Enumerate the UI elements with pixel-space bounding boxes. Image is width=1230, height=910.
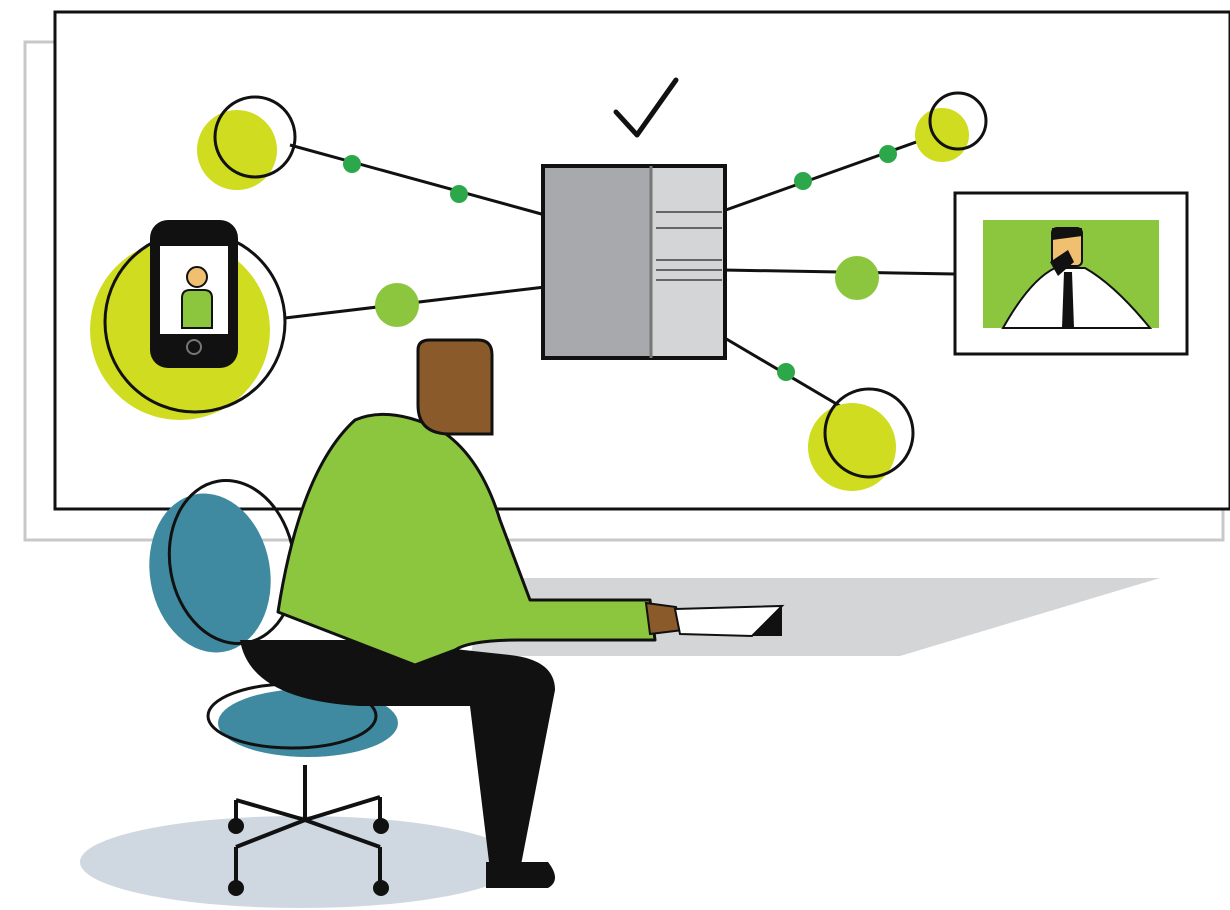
node-dot: [835, 256, 879, 300]
node-dot: [794, 172, 812, 190]
link-top-right: [722, 128, 951, 213]
seated-person: [240, 338, 785, 888]
chair-wheels: [228, 818, 389, 896]
person-head: [416, 338, 494, 436]
node-dot: [450, 185, 468, 203]
link-nodes: [343, 145, 897, 381]
link-top-left: [289, 143, 546, 217]
node-dot: [777, 363, 795, 381]
node-circle-icon: [197, 110, 277, 190]
person-legs: [240, 640, 555, 870]
server-hub-icon: [541, 164, 727, 360]
endpoint-bottom-right: [808, 387, 915, 491]
node-dot: [375, 283, 419, 327]
video-call-icon: [953, 191, 1189, 356]
node-circle-icon: [808, 403, 896, 491]
office-chair-icon: [149, 479, 398, 896]
node-dot: [879, 145, 897, 163]
node-circle-icon: [915, 108, 969, 162]
endpoint-phone: [90, 220, 287, 420]
checkmark-icon: [613, 77, 679, 138]
node-dot: [343, 155, 361, 173]
person-shoe: [486, 862, 555, 888]
endpoint-top-left: [197, 95, 297, 190]
floor-shadow: [80, 816, 520, 908]
chair-back: [149, 493, 271, 653]
smartphone-icon: [150, 220, 238, 368]
endpoint-top-right: [915, 91, 988, 162]
chair-seat: [218, 689, 398, 757]
